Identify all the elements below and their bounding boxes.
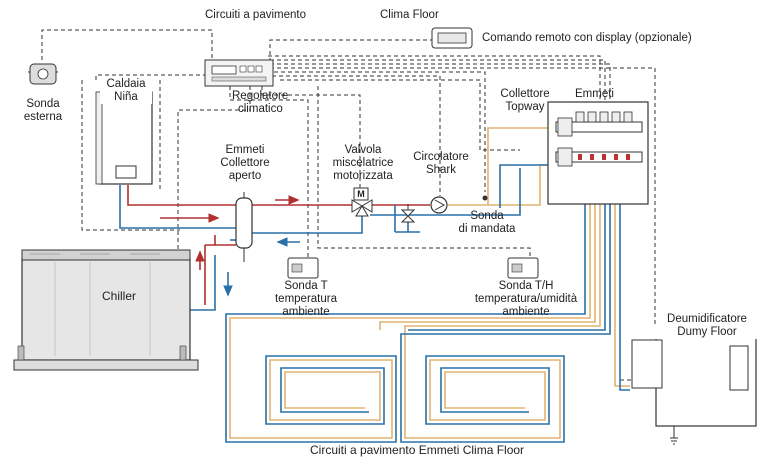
circulator-pump-icon: [430, 196, 448, 214]
label-sonda-th-1: Sonda T/H: [498, 280, 554, 292]
label-regolatore-2: climatico: [238, 103, 283, 115]
mixing-valve-icon: [351, 187, 373, 217]
label-emmeti-coll-3: aperto: [228, 170, 262, 182]
room-humidity-probe-icon: [507, 257, 539, 279]
boiler: [95, 91, 153, 185]
label-sonda-mandata-2: di mandata: [458, 223, 516, 235]
label-emmeti-coll-2: Collettore: [220, 157, 270, 169]
label-collettore-1: Collettore: [500, 88, 550, 100]
floor-loops: [225, 170, 630, 443]
chiller-unit: [13, 249, 199, 371]
label-caldaia-1: Caldaia: [106, 78, 146, 90]
bypass-valve-icon: [400, 204, 416, 223]
label-sonda-th-3: ambiente: [502, 306, 550, 318]
label-sonda-t-1: Sonda T: [284, 280, 328, 292]
label-circolatore-2: Shark: [425, 164, 457, 176]
label-valvola-2: miscelatrice: [332, 157, 394, 169]
dehumidifier-unit: [631, 329, 757, 445]
label-emmeti-coll-1: Emmeti: [225, 144, 265, 156]
label-sonda-esterna-1: Sonda: [26, 98, 60, 110]
label-circuiti-top: Circuiti a pavimento: [205, 9, 306, 21]
flow-probe-icon: [482, 195, 488, 201]
outdoor-probe: [28, 63, 58, 85]
hydraulic-separator: [235, 192, 253, 262]
label-deum-1: Deumidificatore: [667, 313, 747, 325]
label-collettore-2: Topway: [505, 101, 545, 113]
climate-regulator: [204, 59, 274, 87]
control-wires: [41, 29, 656, 381]
valve-motor-label: M: [357, 189, 365, 199]
label-circuiti-bottom: Circuiti a pavimento Emmeti Clima Floor: [310, 443, 525, 457]
room-temp-probe-icon: [287, 257, 319, 279]
label-sonda-th-2: temperatura/umidità: [474, 293, 578, 305]
label-regolatore-1: Regolatore: [232, 90, 289, 102]
label-sonda-t-2: temperatura: [274, 293, 337, 305]
label-caldaia-2: Niña: [100, 91, 152, 104]
label-deum-2: Dumy Floor: [652, 326, 762, 339]
label-sonda-t-3: ambiente: [282, 306, 330, 318]
label-valvola-3: motorizzata: [333, 170, 393, 182]
label-valvola-1: Valvola: [344, 144, 382, 156]
label-circolatore-1: Circolatore: [413, 151, 469, 163]
label-comando-remoto: Comando remoto con display (opzionale): [482, 32, 692, 44]
label-sonda-mandata-1: Sonda: [470, 210, 504, 222]
label-emmeti-right: Emmeti: [575, 88, 614, 100]
label-chiller: Chiller: [102, 289, 137, 303]
topway-manifold: [547, 101, 649, 205]
pipes: [119, 127, 553, 311]
label-sonda-esterna-2: esterna: [23, 111, 63, 123]
remote-display: [431, 27, 473, 49]
label-clima-floor: Clima Floor: [380, 9, 439, 21]
